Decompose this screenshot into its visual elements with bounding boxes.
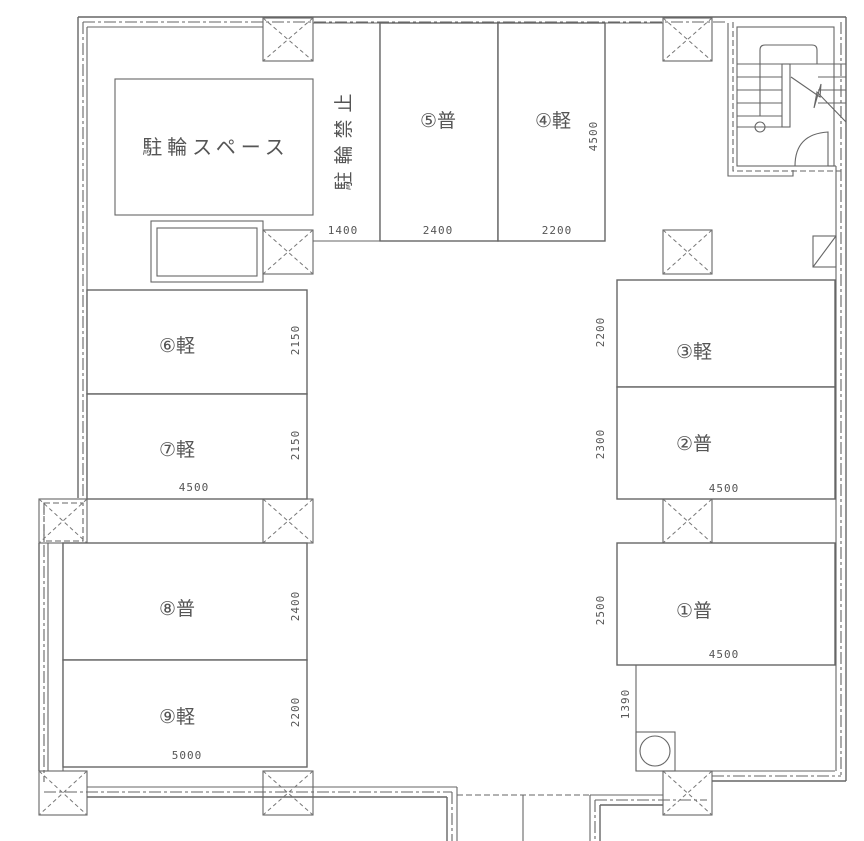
column-icon [262,17,314,62]
stall-4[interactable] [497,22,606,242]
stall-label: ②普 [676,433,712,455]
stall-7[interactable] [86,393,308,500]
meter-box-icon [812,235,837,268]
dimension-label: 5000 [172,749,203,762]
stall-label: ⑨軽 [159,706,195,728]
stall-5[interactable] [379,22,499,242]
column-icon [662,770,713,816]
dimension-label: 2300 [594,429,607,460]
stall-2[interactable] [616,386,836,500]
stall-3[interactable] [616,279,836,388]
column-icon [38,770,88,816]
stall-label: ⑤普 [420,110,456,132]
dimension-label: 2200 [594,317,607,348]
no-bicycle-char: 輪 [333,145,355,164]
drain-circle-icon [639,735,671,767]
no-bicycle-char: 駐 [333,171,355,190]
no-bicycle-label: 止 禁 輪 駐 [333,93,355,190]
equipment-area [635,665,835,772]
dimension-label: 4500 [179,481,210,494]
dimension-label: 4500 [709,648,740,661]
dimension-label: 2400 [289,591,302,622]
staircase [727,22,847,177]
stall-label: ⑦軽 [159,439,195,461]
stall-1[interactable] [616,542,836,666]
column-icon [662,229,713,275]
no-bicycle-char: 止 [333,93,355,112]
dimension-label: 2200 [289,697,302,728]
stall-label: ⑥軽 [159,335,195,357]
pit-box [150,220,264,283]
column-icon [262,498,314,544]
stall-label: ①普 [676,600,712,622]
column-icon [38,498,88,544]
dimension-label: 2150 [289,325,302,356]
stall-9[interactable] [62,659,308,768]
bicycle-space[interactable] [114,78,314,216]
outer-wall [38,16,847,841]
dimension-label: 2400 [423,224,454,237]
stall-label: ③軽 [676,341,712,363]
dimension-label: 2200 [542,224,573,237]
column-icon [662,498,713,544]
dimension-label: 1400 [328,224,359,237]
no-bicycle-char: 禁 [333,119,355,138]
column-icon [262,229,314,275]
dimension-label: 1390 [619,689,632,720]
dimension-label: 2150 [289,430,302,461]
stall-6[interactable] [86,289,308,395]
dimension-label: 2500 [594,595,607,626]
bicycle-space-label: 駐輪スペース [142,135,290,159]
stall-8[interactable] [62,542,308,661]
column-icon [662,17,713,62]
dimension-label: 4500 [709,482,740,495]
dimension-label: 4500 [587,121,600,152]
stall-label: ⑧普 [159,598,195,620]
stall-label: ④軽 [535,110,571,132]
column-icon [262,770,314,816]
